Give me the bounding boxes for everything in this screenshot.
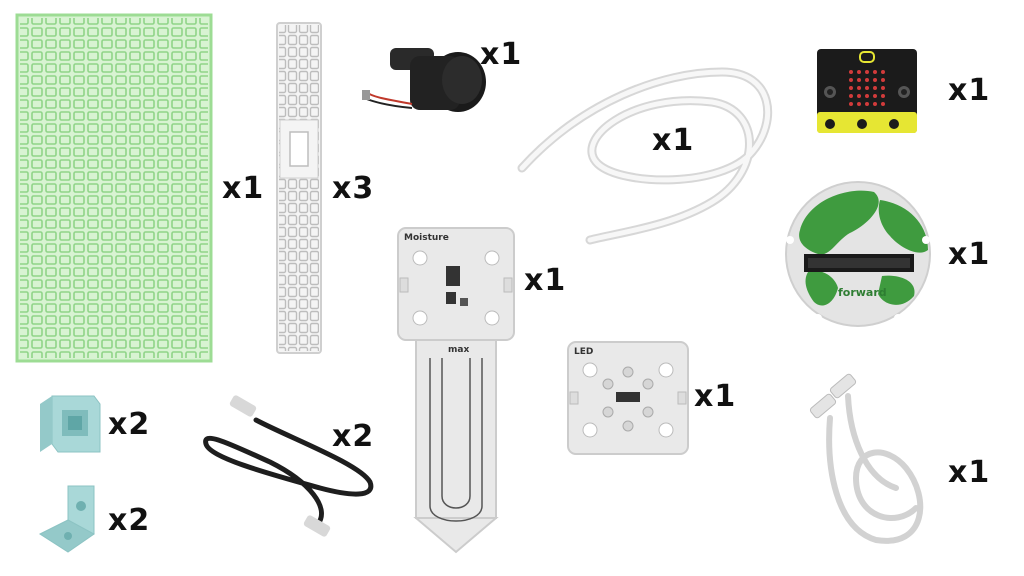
angle-connector-graphic [38, 485, 95, 553]
white-bar-graphic [276, 22, 322, 354]
microbit-board [816, 48, 918, 134]
water-pump-graphic [362, 48, 486, 112]
white-bar-strip [276, 22, 322, 354]
water-pump [362, 42, 492, 122]
moisture-sensor-max-label: max [448, 345, 469, 355]
pump-qty: x1 [480, 37, 523, 72]
white-usb-cable [796, 373, 936, 548]
expansion-board-graphic: forward [785, 181, 931, 327]
cube-connector-graphic [40, 395, 101, 453]
green-grid-graphic [15, 13, 213, 363]
tube-qty: x1 [652, 123, 695, 158]
green-grid-panel [15, 13, 213, 363]
angle-connector [38, 484, 104, 554]
silicone-tube-graphic [517, 67, 773, 245]
expansion-board: forward [778, 180, 938, 328]
moisture-sensor: Moisture max [396, 226, 516, 556]
led-module-qty: x1 [694, 379, 737, 414]
black-cable-qty: x2 [332, 419, 375, 454]
green-grid-qty: x1 [222, 171, 265, 206]
moisture-sensor-qty: x1 [524, 263, 567, 298]
black-usb-cable [200, 395, 380, 538]
white-usb-cable-graphic [809, 373, 924, 544]
cube-connector-qty: x2 [108, 407, 151, 442]
cube-connector [38, 392, 102, 458]
black-usb-cable-graphic [203, 395, 374, 537]
moisture-sensor-graphic: Moisture max [397, 227, 515, 554]
microbit-graphic [817, 49, 917, 133]
moisture-sensor-label: Moisture [404, 233, 449, 243]
silicone-tube [512, 62, 780, 248]
white-bar-qty: x3 [332, 171, 375, 206]
white-cable-qty: x1 [948, 455, 991, 490]
angle-connector-qty: x2 [108, 503, 151, 538]
led-module-label: LED [574, 347, 593, 357]
expansion-board-qty: x1 [948, 237, 991, 272]
expansion-board-brand: forward [838, 286, 887, 299]
led-module-graphic: LED [567, 341, 689, 455]
microbit-qty: x1 [948, 73, 991, 108]
led-module: LED [566, 340, 690, 456]
